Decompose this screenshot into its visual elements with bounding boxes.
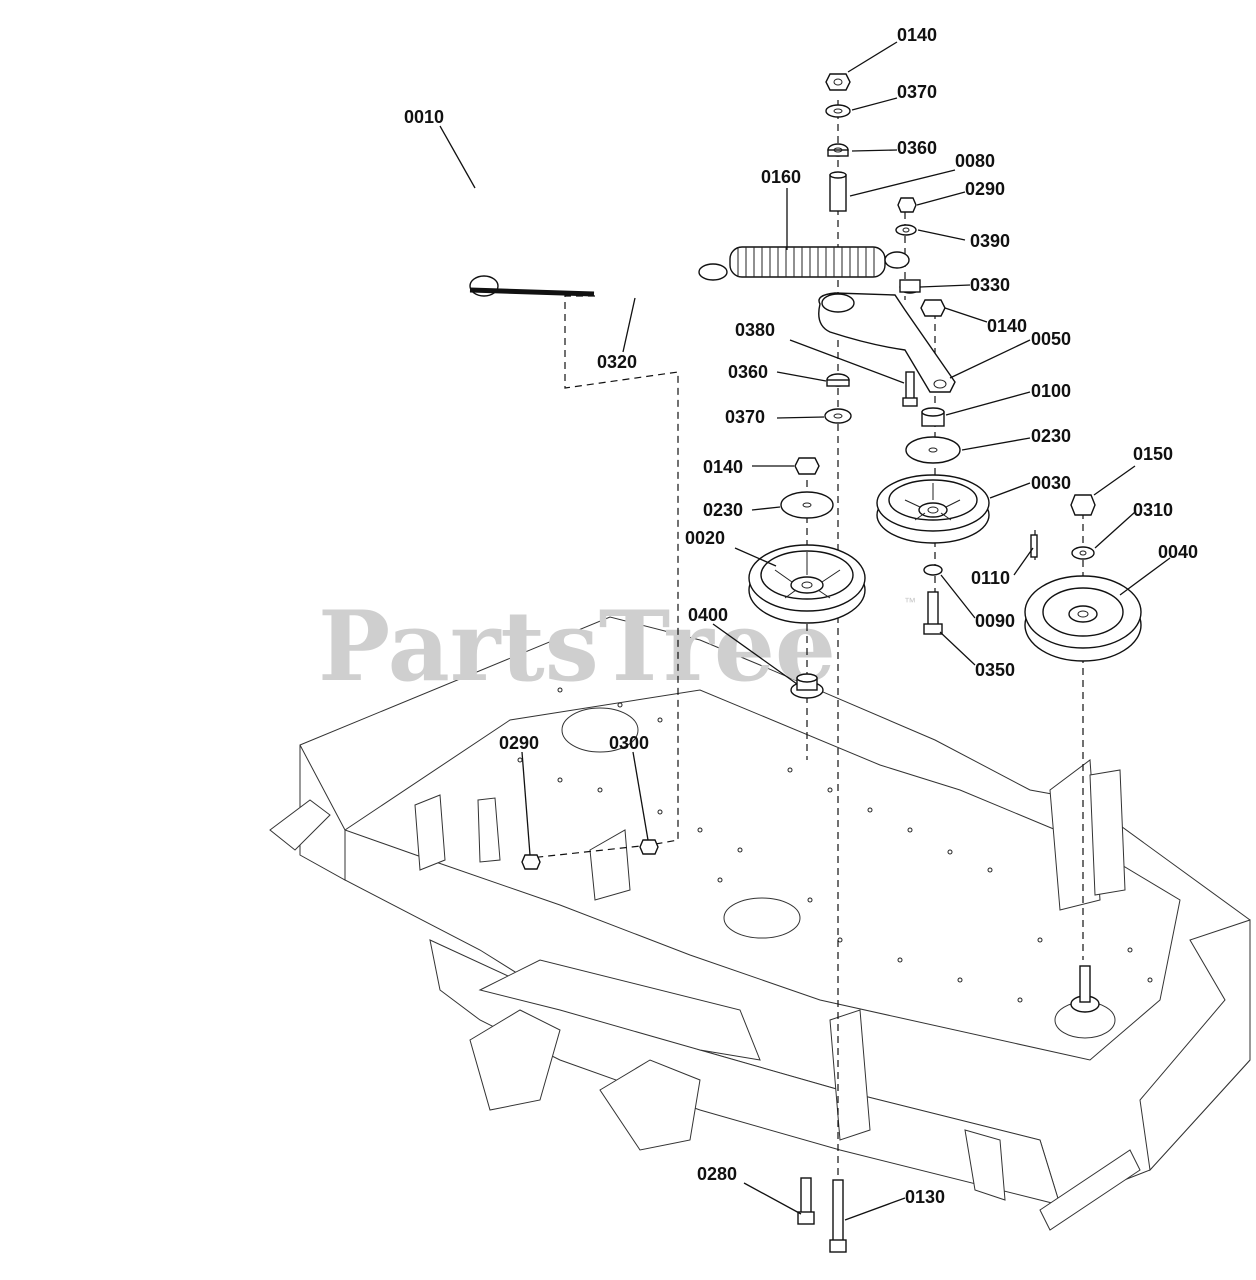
washer-0310 <box>1071 546 1095 560</box>
nut-0290-deck <box>521 854 541 870</box>
callout-0110: 0110 <box>971 568 1010 588</box>
eyebolt-0320 <box>469 275 595 297</box>
callout-0230-right: 0230 <box>1031 426 1071 446</box>
mower-deck-housing <box>269 616 1251 1231</box>
callout-0370-top: 0370 <box>897 82 937 102</box>
callout-0040: 0040 <box>1158 542 1198 562</box>
bearing-0360-top <box>827 143 849 157</box>
right-spindle <box>1054 965 1116 1039</box>
callout-0330: 0330 <box>970 275 1010 295</box>
bolt-0130 <box>829 1179 847 1253</box>
nut-0300 <box>639 839 659 855</box>
washer-0230-left <box>780 491 834 519</box>
callout-labels: 0010 0140 0370 0360 0080 0160 0290 0390 … <box>404 25 1198 1207</box>
callout-0320: 0320 <box>597 352 637 372</box>
callout-0010: 0010 <box>404 107 444 127</box>
bolt-0380 <box>902 371 918 407</box>
nut-0140-top <box>825 73 851 91</box>
nut-0150 <box>1070 494 1096 516</box>
nut-0290-top <box>897 197 917 213</box>
callout-0020: 0020 <box>685 528 725 548</box>
callout-0030: 0030 <box>1031 473 1071 493</box>
spacer-0080 <box>829 171 847 212</box>
callout-0400: 0400 <box>688 605 728 625</box>
callout-0350: 0350 <box>975 660 1015 680</box>
watermark-trademark: ™ <box>904 595 916 609</box>
idler-pulley-0030 <box>876 474 990 544</box>
callout-0370-lower: 0370 <box>725 407 765 427</box>
watermark: PartsTree ™ <box>318 590 916 703</box>
callout-0150: 0150 <box>1133 444 1173 464</box>
callout-0360-lower: 0360 <box>728 362 768 382</box>
leader-lines <box>439 41 1171 1221</box>
nut-0140-left <box>794 457 820 475</box>
idler-pulley-0020 <box>748 544 866 624</box>
washer-0390 <box>895 224 917 236</box>
callout-0160: 0160 <box>761 167 801 187</box>
bolt-0280 <box>797 1177 815 1225</box>
washer-0090 <box>923 564 943 576</box>
idler-arm-0050 <box>818 292 956 393</box>
bearing-0360-lower <box>826 373 850 387</box>
callout-0090: 0090 <box>975 611 1015 631</box>
callout-0140-arm: 0140 <box>987 316 1027 336</box>
callout-0290-top: 0290 <box>965 179 1005 199</box>
callout-0050: 0050 <box>1031 329 1071 349</box>
callout-0300: 0300 <box>609 733 649 753</box>
callout-0360-top: 0360 <box>897 138 937 158</box>
callout-0080: 0080 <box>955 151 995 171</box>
callout-0280: 0280 <box>697 1164 737 1184</box>
callout-0290-deck: 0290 <box>499 733 539 753</box>
spring-0160 <box>698 246 910 281</box>
spacer-0100 <box>921 407 945 427</box>
callout-0130: 0130 <box>905 1187 945 1207</box>
callout-0140-left: 0140 <box>703 457 743 477</box>
washer-0370-lower <box>824 408 852 424</box>
callout-0230-left: 0230 <box>703 500 743 520</box>
nut-0140-arm <box>920 299 946 317</box>
bushing-0330 <box>899 279 921 294</box>
callout-0100: 0100 <box>1031 381 1071 401</box>
callout-0310: 0310 <box>1133 500 1173 520</box>
bolt-0350 <box>923 591 943 635</box>
washer-0370-top <box>825 104 851 118</box>
pin-0110 <box>1030 534 1038 558</box>
spindle-pulley-0040 <box>1024 575 1142 662</box>
bushing-0400 <box>790 673 824 699</box>
callout-0380: 0380 <box>735 320 775 340</box>
drive-belt <box>16 90 758 486</box>
washer-0230-right <box>905 436 961 464</box>
callout-0390: 0390 <box>970 231 1010 251</box>
watermark-text: PartsTree <box>318 590 836 703</box>
callout-0140-top: 0140 <box>897 25 937 45</box>
hardware <box>469 73 1142 1253</box>
